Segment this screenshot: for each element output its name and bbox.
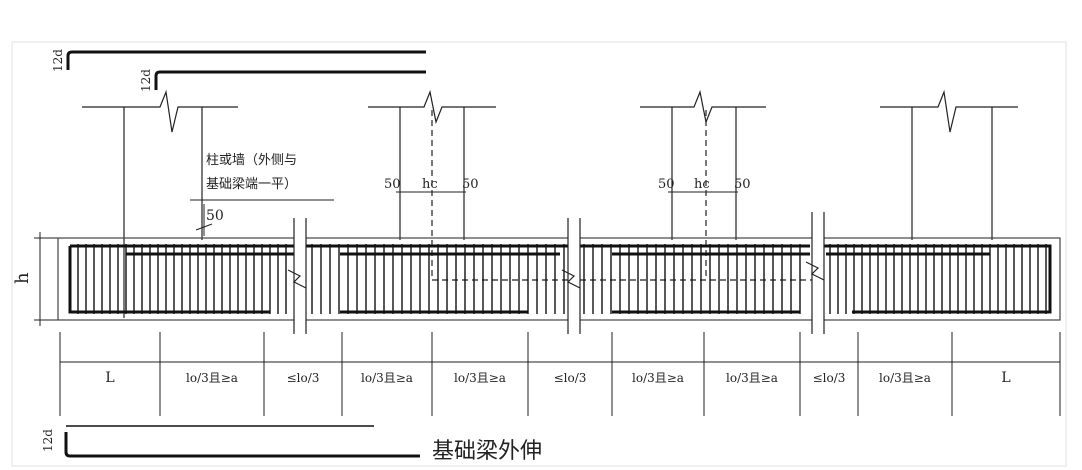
break-symbol-2: [561, 218, 581, 334]
break-symbol-1: [287, 218, 307, 334]
dimension-label: lo/3且≥a: [632, 371, 684, 385]
dimension-label: ≤lo/3: [287, 371, 320, 385]
dimension-ticks: [59, 332, 1061, 416]
hook-label-top-2: 12d: [139, 69, 153, 92]
col3-hc: hc: [694, 177, 710, 192]
dimension-label: lo/3且≥a: [879, 371, 931, 385]
offset-50-label: 50: [206, 208, 224, 224]
dimension-label: ≤lo/3: [554, 371, 587, 385]
dimension-label: L: [105, 370, 114, 386]
main-bars: [68, 244, 1052, 314]
hook-label-top-1: 12d: [51, 49, 65, 72]
column-note-line1: 柱或墙（外侧与: [206, 153, 297, 168]
dimension-label: lo/3且≥a: [454, 371, 506, 385]
col2-right-50: 50: [462, 177, 479, 192]
dimension-label: lo/3且≥a: [186, 371, 238, 385]
dimension-label: lo/3且≥a: [361, 371, 413, 385]
col2-hc: hc: [422, 177, 438, 192]
drawing-frame: [11, 41, 1067, 467]
col2-left-50: 50: [384, 177, 401, 192]
dimension-label: lo/3且≥a: [726, 371, 778, 385]
col3-left-50: 50: [658, 177, 675, 192]
stirrup-group: [77, 244, 1047, 314]
column-2: [368, 89, 570, 281]
beam-outline: [57, 237, 1061, 321]
bottom-hook-bar: [64, 425, 420, 458]
top-hook-bar-1: [66, 50, 426, 70]
dimension-label: L: [1001, 370, 1010, 386]
offset-50-slash: [195, 223, 213, 231]
caption-text: 基础梁外伸: [432, 439, 542, 464]
column-4: [880, 89, 1018, 240]
col3-right-50: 50: [734, 177, 751, 192]
column-1: [82, 89, 238, 318]
break-symbol-3: [805, 212, 825, 334]
column-note-line2: 基础梁端一平）: [206, 177, 297, 192]
height-label: h: [12, 272, 33, 284]
top-hook-bar-2: [154, 70, 426, 90]
hook-label-bottom: 12d: [41, 429, 55, 452]
dimension-label: ≤lo/3: [813, 371, 846, 385]
